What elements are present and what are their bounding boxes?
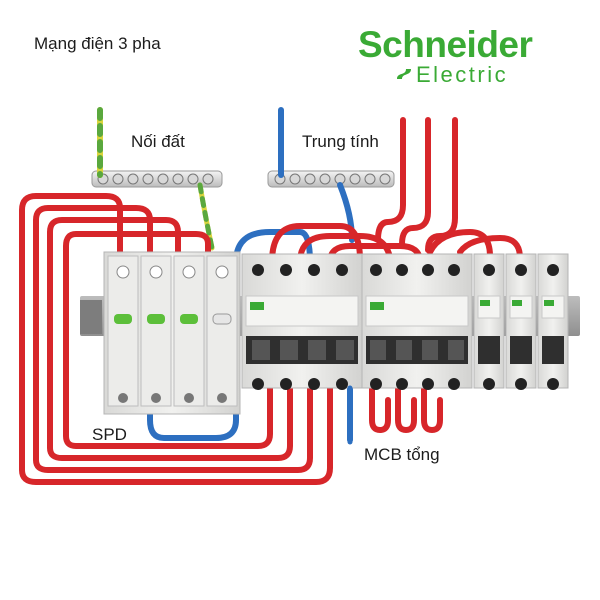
brand-mark-icon [397, 69, 411, 79]
group-mcb [361, 253, 473, 390]
phase-wires [19, 117, 523, 485]
brand-subname: Electric [416, 62, 509, 87]
din-rail-end [80, 300, 102, 334]
branch-mcb [505, 253, 537, 390]
brand-name: Schneider [358, 24, 533, 65]
spd-block [103, 251, 241, 415]
main-mcb-label: MCB tổng [364, 445, 440, 464]
neutral-label: Trung tính [302, 132, 379, 151]
branch-mcb [537, 253, 569, 390]
spd-label: SPD [92, 425, 127, 444]
neutral-terminal-bar [267, 170, 395, 188]
branch-mcb [473, 253, 505, 390]
branch-mcbs [473, 253, 569, 390]
brand-logo: Schneider Electric [358, 24, 570, 88]
spd-module [107, 255, 139, 407]
earth-label: Nối đất [131, 132, 185, 151]
main-mcb [241, 253, 363, 390]
earth-terminal-bar [91, 170, 223, 188]
spd-module [173, 255, 205, 407]
diagram-title: Mạng điện 3 pha [34, 34, 161, 53]
spd-module [206, 255, 238, 407]
spd-module [140, 255, 172, 407]
